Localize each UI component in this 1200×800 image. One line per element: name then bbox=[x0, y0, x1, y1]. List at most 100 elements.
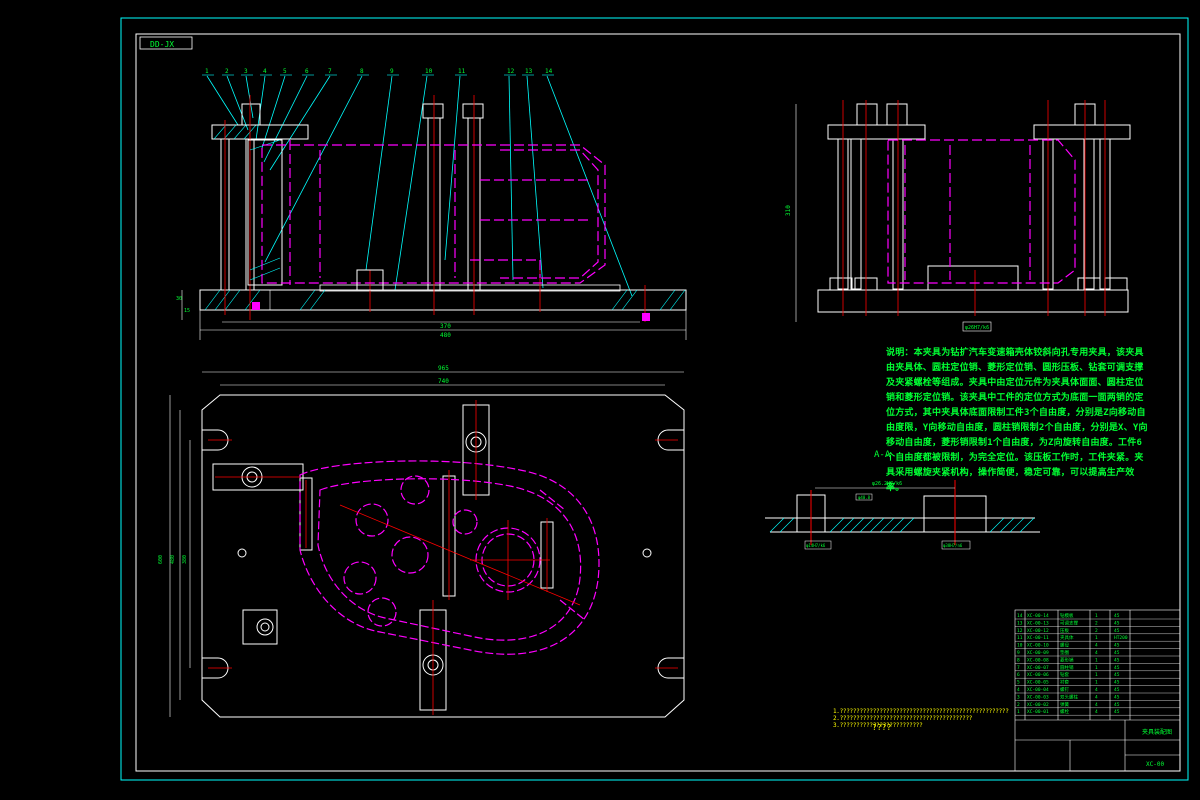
bom-cell: XC-00-10 bbox=[1027, 643, 1049, 649]
front-dimensions bbox=[181, 290, 687, 340]
bom-cell: 可调支撑 bbox=[1060, 619, 1078, 626]
bom-cell: 菱形销 bbox=[1060, 656, 1074, 663]
bom-cell: XC-00-04 bbox=[1027, 687, 1049, 693]
dim-side-tol: φ26H7/k6 bbox=[965, 325, 989, 331]
tech-req-line-1: 1.??????????????????????????????????????… bbox=[833, 708, 1009, 715]
bom-cell: XC-00-02 bbox=[1027, 702, 1049, 708]
bom-cell: 1 bbox=[1017, 709, 1020, 715]
balloon-5: 5 bbox=[283, 68, 287, 75]
dim-front-h2: 15 bbox=[184, 308, 190, 314]
bom-cell: 13 bbox=[1017, 620, 1023, 626]
bom-cell: 45 bbox=[1114, 680, 1120, 686]
dim-front-inner: 370 bbox=[440, 323, 451, 330]
tech-req-line-2: 2.??????????????????????????????????????… bbox=[833, 715, 973, 722]
front-columns bbox=[220, 103, 484, 291]
title-block bbox=[1014, 609, 1181, 772]
bom-cell: XC-00-07 bbox=[1027, 665, 1049, 671]
bom-cell: 4 bbox=[1095, 702, 1098, 708]
pin-section bbox=[247, 139, 650, 321]
bom-cell: XC-00-03 bbox=[1027, 694, 1049, 700]
dim-front-h1: 30 bbox=[176, 296, 182, 302]
bom-cell: 双头螺柱 bbox=[1060, 693, 1078, 700]
bom-cell: 2 bbox=[1095, 628, 1098, 634]
bom-cell: 45 bbox=[1114, 650, 1120, 656]
bom-cell: 6 bbox=[1017, 672, 1020, 678]
bom-cell: 4 bbox=[1095, 650, 1098, 656]
bom-cell: 45 bbox=[1114, 672, 1120, 678]
bom-cell: 5 bbox=[1017, 680, 1020, 686]
dim-front-total: 480 bbox=[440, 332, 451, 339]
balloon-6: 6 bbox=[305, 68, 309, 75]
bom-cell: XC-00-11 bbox=[1027, 635, 1049, 641]
dim-sec-right: φ38H7/n6 bbox=[943, 543, 963, 548]
dim-sec-top: φ26.2H7/k6 bbox=[872, 481, 902, 487]
bom-cell: 10 bbox=[1017, 643, 1023, 649]
balloon-10: 10 bbox=[425, 68, 433, 75]
section-aa: φ26.2H7/k6 φ40.8 φ14H7/k6 φ38H7/n6 bbox=[765, 480, 1040, 550]
bom-cell: 45 bbox=[1114, 709, 1120, 715]
bom-cell: 螺栓 bbox=[1060, 708, 1069, 715]
bom-cell: 钻模板 bbox=[1060, 612, 1074, 619]
balloon-14: 14 bbox=[545, 68, 553, 75]
side-view: 310 φ26H7/k6 bbox=[785, 100, 1131, 332]
front-centerlines bbox=[224, 95, 646, 322]
bom-cell: XC-00-01 bbox=[1027, 709, 1049, 715]
bom-cell: XC-00-12 bbox=[1027, 628, 1049, 634]
bom-cell: 螺母 bbox=[1060, 642, 1069, 649]
bom-cell: 45 bbox=[1114, 620, 1120, 626]
dim-plan-h2: 480 bbox=[170, 555, 176, 564]
bom-cell: 4 bbox=[1017, 687, 1020, 693]
plan-view: 965 740 600 480 380 bbox=[158, 365, 685, 718]
balloon-8: 8 bbox=[360, 68, 364, 75]
title-drawing-number: XC-00 bbox=[1146, 761, 1164, 768]
dim-plan-width: 965 bbox=[438, 365, 449, 372]
bom-cell: 2 bbox=[1095, 620, 1098, 626]
bom-cell: 4 bbox=[1095, 643, 1098, 649]
bom-cell: 压板 bbox=[1060, 627, 1069, 634]
bom-cell: 1 bbox=[1095, 665, 1098, 671]
bom-cell: 1 bbox=[1095, 657, 1098, 663]
bom-cell: XC-00-14 bbox=[1027, 613, 1049, 619]
bom-cell: 11 bbox=[1017, 635, 1023, 641]
outer-border bbox=[120, 17, 1189, 781]
balloon-11: 11 bbox=[458, 68, 466, 75]
bom-cell: 14 bbox=[1017, 613, 1023, 619]
bom-cell: 1 bbox=[1095, 680, 1098, 686]
code-tag-box: DD-JX bbox=[139, 36, 193, 50]
bom-cell: 2 bbox=[1017, 702, 1020, 708]
bom-cell: 3 bbox=[1017, 694, 1020, 700]
balloon-2: 2 bbox=[225, 68, 229, 75]
top-bar bbox=[211, 124, 309, 140]
front-workpiece bbox=[261, 140, 606, 285]
bom-cell: 45 bbox=[1114, 628, 1120, 634]
inner-border bbox=[135, 33, 1181, 772]
bom-cell: 45 bbox=[1114, 643, 1120, 649]
balloon-12: 12 bbox=[507, 68, 515, 75]
bom-cell: 7 bbox=[1017, 665, 1020, 671]
bom-cell: HT200 bbox=[1114, 635, 1128, 641]
code-tag-text: DD-JX bbox=[150, 40, 174, 49]
bom-cell: 1 bbox=[1095, 672, 1098, 678]
balloon-13: 13 bbox=[525, 68, 533, 75]
balloon-9: 9 bbox=[390, 68, 394, 75]
bom-cell: 垫圈 bbox=[1060, 649, 1069, 656]
bom-cell: 45 bbox=[1114, 665, 1120, 671]
bom-cell: 钻套 bbox=[1060, 671, 1069, 678]
bom-cell: 弹簧 bbox=[1060, 701, 1069, 708]
notes-text: 说明：本夹具为钻扩汽车变速箱壳体铰斜向孔专用夹具，该夹具由夹具体、圆柱定位销、菱… bbox=[886, 348, 1148, 493]
balloon-1: 1 bbox=[205, 68, 209, 75]
bom-cell: XC-00-05 bbox=[1027, 680, 1049, 686]
bom-cell: 45 bbox=[1114, 702, 1120, 708]
bom-cell: XC-00-09 bbox=[1027, 650, 1049, 656]
design-notes: 说明：本夹具为钻扩汽车变速箱壳体铰斜向孔专用夹具，该夹具由夹具体、圆柱定位销、菱… bbox=[886, 346, 1150, 496]
bom-cell: XC-00-06 bbox=[1027, 672, 1049, 678]
bom-cell: 9 bbox=[1017, 650, 1020, 656]
tech-req-title: ???? bbox=[872, 723, 892, 732]
bom-cell: 圆柱销 bbox=[1060, 664, 1074, 671]
bom-cell: 1 bbox=[1095, 613, 1098, 619]
bom-cell: 45 bbox=[1114, 613, 1120, 619]
